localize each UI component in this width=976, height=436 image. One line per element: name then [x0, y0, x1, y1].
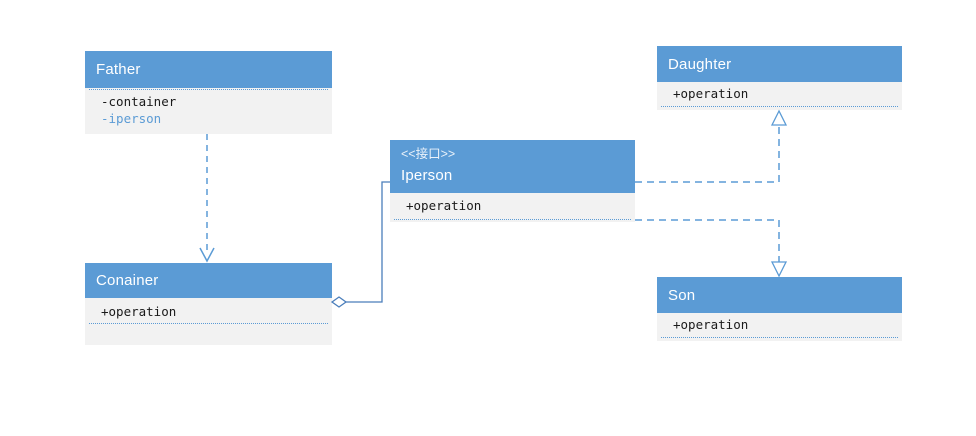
hollow-diamond-icon: [330, 296, 348, 308]
class-stereotype-iperson: <<接口>>: [401, 147, 456, 161]
class-separator-daughter: [661, 106, 898, 107]
class-member-iperson-operation: +operation: [406, 198, 482, 213]
class-body-daughter: +operation: [657, 82, 902, 110]
class-name-conainer: Conainer: [96, 272, 159, 289]
class-member-father-iperson[interactable]: -iperson: [101, 111, 162, 126]
class-member-conainer-operation: +operation: [101, 304, 177, 319]
hollow-triangle-icon: [770, 109, 788, 126]
class-box-son[interactable]: Son +operation: [657, 277, 902, 341]
class-box-father[interactable]: Father -container -iperson: [85, 51, 332, 134]
class-separator-conainer: [89, 323, 328, 324]
class-name-son: Son: [668, 286, 696, 304]
class-header-daughter: Daughter: [657, 46, 902, 82]
class-member-son-operation: +operation: [673, 317, 749, 332]
relation-conainer-to-iperson: [330, 181, 390, 308]
class-box-daughter[interactable]: Daughter +operation: [657, 46, 902, 110]
class-box-iperson[interactable]: <<接口>> Iperson +operation: [390, 140, 635, 222]
class-header-son: Son: [657, 277, 902, 313]
class-header-father: Father: [85, 51, 332, 88]
hollow-triangle-icon: [770, 261, 788, 278]
class-header-iperson: <<接口>> Iperson: [390, 140, 635, 193]
open-arrow-icon: [199, 247, 215, 263]
relation-daughter-realizes-iperson: [635, 109, 788, 183]
class-body-son: +operation: [657, 313, 902, 341]
relation-line-iperson-son: [635, 219, 780, 262]
class-name-daughter: Daughter: [668, 55, 732, 73]
relation-father-to-conainer: [199, 134, 215, 263]
class-body-iperson: +operation: [390, 193, 635, 222]
class-name-father: Father: [96, 61, 141, 78]
class-member-father-container: -container: [101, 94, 177, 109]
class-separator-father: [89, 89, 328, 90]
relation-son-realizes-iperson: [635, 219, 788, 278]
class-name-iperson: Iperson: [401, 167, 453, 184]
class-body-conainer: +operation: [85, 298, 332, 345]
class-member-daughter-operation: +operation: [673, 86, 749, 101]
relation-line-conainer-iperson: [344, 181, 390, 303]
class-separator-iperson: [394, 219, 631, 220]
class-body-father: -container -iperson: [85, 88, 332, 134]
class-header-conainer: Conainer: [85, 263, 332, 298]
relation-line-iperson-daughter: [635, 125, 780, 183]
class-box-conainer[interactable]: Conainer +operation: [85, 263, 332, 345]
class-separator-son: [661, 337, 898, 338]
